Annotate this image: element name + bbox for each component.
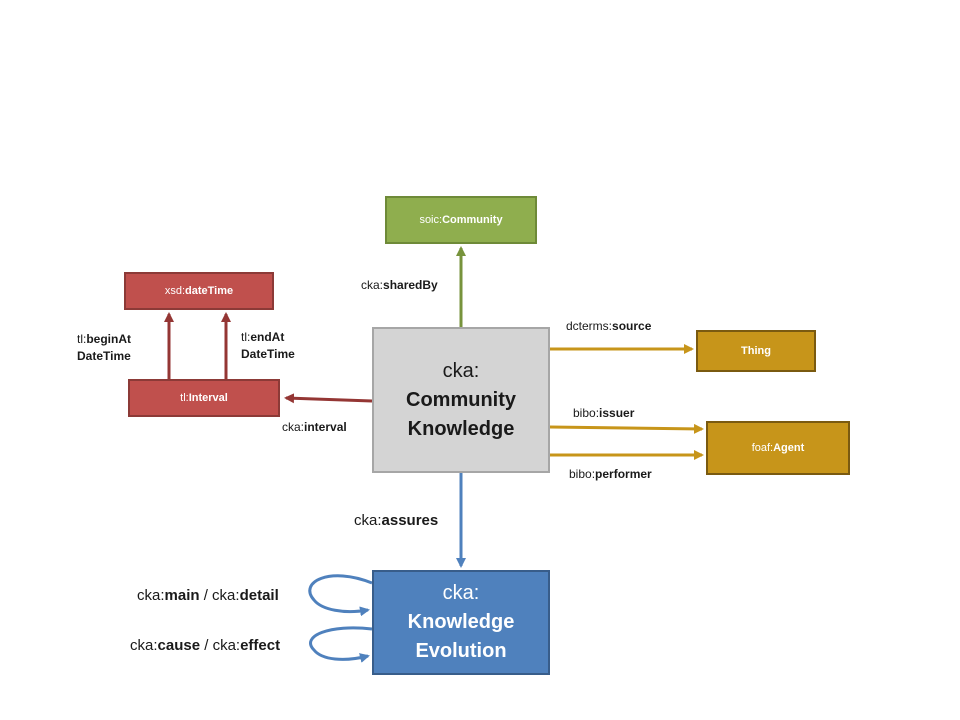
label-end-at: tl:endAt DateTime	[241, 330, 295, 361]
node-foaf-agent: foaf:Agent	[706, 421, 850, 475]
node-name-line2: Knowledge	[407, 417, 515, 440]
node-knowledge-evolution: cka: Knowledge Evolution	[372, 570, 550, 675]
node-name-line2: Evolution	[415, 640, 507, 662]
node-prefix: foaf:	[751, 442, 774, 454]
node-community-knowledge: cka: Community Knowledge	[372, 327, 550, 473]
node-name: Interval	[188, 392, 228, 404]
node-prefix: cka:	[442, 582, 480, 604]
edge-interval	[284, 393, 373, 404]
label-begin-at: tl:beginAt DateTime	[77, 332, 132, 363]
node-soic-community: soic:Community	[385, 196, 537, 244]
node-thing: Thing	[696, 330, 816, 372]
edge-main-detail-loop	[308, 574, 373, 617]
node-xsd-datetime: xsd:dateTime	[124, 272, 274, 310]
node-tl-interval: tl:Interval	[128, 379, 280, 417]
node-prefix: cka:	[442, 359, 480, 382]
node-name: Thing	[741, 345, 771, 357]
node-prefix: tl:	[180, 392, 189, 404]
edge-issuer	[549, 423, 704, 434]
label-interval: cka:interval	[282, 420, 347, 434]
node-name-line1: Knowledge	[407, 611, 515, 633]
label-issuer: bibo:issuer	[573, 406, 635, 420]
edge-cause-effect-loop	[309, 626, 373, 663]
node-name-line1: Community	[406, 388, 516, 411]
node-name: Agent	[773, 442, 805, 454]
node-name: Community	[442, 214, 503, 226]
label-assures: cka:assures	[354, 512, 439, 529]
node-prefix: xsd:	[164, 285, 186, 297]
label-performer: bibo:performer	[569, 467, 652, 481]
label-source: dcterms:source	[566, 319, 652, 333]
node-name: dateTime	[185, 285, 234, 297]
label-cause-effect: cka:cause / cka:effect	[130, 637, 281, 654]
node-prefix: soic:	[419, 214, 443, 226]
label-shared-by: cka:sharedBy	[361, 278, 438, 292]
label-main-detail: cka:main / cka:detail	[137, 587, 279, 604]
